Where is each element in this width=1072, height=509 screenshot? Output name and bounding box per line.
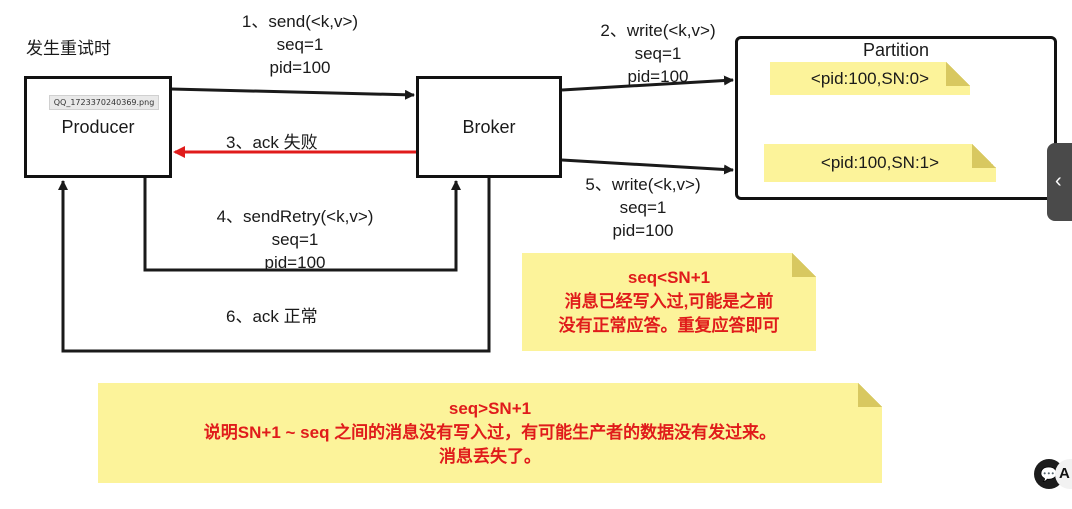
step-send-line-2: seq=1	[276, 35, 324, 54]
broker-box: Broker	[416, 76, 562, 178]
arrow-write-1	[561, 75, 734, 92]
note-seq-less: seq<SN+1 消息已经写入过,可能是之前 没有正常应答。重复应答即可	[522, 253, 816, 351]
note-seq-greater-line-1: seq>SN+1	[448, 399, 532, 418]
step-ack-ok-label: 6、ack 正常	[226, 307, 318, 326]
step-retry-line-1: 4、sendRetry(<k,v>)	[216, 207, 374, 226]
step-write-1-line-2: seq=1	[634, 44, 682, 63]
arrow-ack-ok	[58, 178, 491, 353]
note-seq-greater-line-2: 说明SN+1 ~ seq 之间的消息没有写入过，有可能生产者的数据没有发过来。	[203, 423, 777, 442]
producer-label: Producer	[61, 117, 135, 137]
note-fold-corner	[946, 62, 970, 86]
step-write-2-line-2: seq=1	[619, 198, 667, 217]
partition-entry-0: <pid:100,SN:0>	[770, 62, 970, 95]
partition-label: Partition	[862, 40, 930, 60]
step-write-2-line-3: pid=100	[612, 221, 674, 240]
arrow-send	[170, 87, 415, 100]
arrow-send-retry	[143, 178, 461, 272]
broker-label: Broker	[462, 117, 516, 137]
step-write-1-line-3: pid=100	[627, 67, 689, 86]
step-send-label: 1、send(<k,v>) seq=1 pid=100	[215, 10, 385, 79]
note-fold-corner	[972, 144, 996, 168]
note-seq-less-line-1: seq<SN+1	[627, 268, 711, 287]
step-write-1-line-1: 2、write(<k,v>)	[600, 21, 716, 40]
step-retry-line-2: seq=1	[271, 230, 319, 249]
partition-entry-0-text: <pid:100,SN:0>	[810, 68, 930, 88]
chevron-left-icon: ‹	[1055, 170, 1062, 192]
step-write-2-label: 5、write(<k,v>) seq=1 pid=100	[563, 173, 723, 242]
assistant-button[interactable]: A	[1055, 459, 1072, 489]
step-retry-line-3: pid=100	[264, 253, 326, 272]
note-seq-greater: seq>SN+1 说明SN+1 ~ seq 之间的消息没有写入过，有可能生产者的…	[98, 383, 882, 483]
step-retry-label: 4、sendRetry(<k,v>) seq=1 pid=100	[195, 205, 395, 274]
partition-entry-1-text: <pid:100,SN:1>	[820, 153, 940, 172]
attachment-filename: QQ_1723370240369.png	[49, 95, 159, 110]
note-seq-less-line-2: 消息已经写入过,可能是之前	[564, 292, 774, 311]
step-write-2-line-1: 5、write(<k,v>)	[585, 175, 701, 194]
note-fold-corner	[858, 383, 882, 407]
diagram-title: 发生重试时	[26, 39, 111, 58]
arrow-write-2	[561, 158, 734, 175]
step-ack-fail-label: 3、ack 失败	[226, 133, 318, 152]
note-fold-corner	[792, 253, 816, 277]
step-write-1-label: 2、write(<k,v>) seq=1 pid=100	[578, 19, 738, 88]
partition-entry-1: <pid:100,SN:1>	[764, 144, 996, 182]
side-panel-toggle[interactable]: ‹	[1047, 143, 1072, 221]
note-seq-greater-line-3: 消息丢失了。	[438, 447, 541, 466]
note-seq-less-line-3: 没有正常应答。重复应答即可	[558, 316, 780, 335]
step-send-line-3: pid=100	[269, 58, 331, 77]
producer-box: Producer	[24, 76, 172, 178]
step-send-line-1: 1、send(<k,v>)	[241, 12, 359, 31]
